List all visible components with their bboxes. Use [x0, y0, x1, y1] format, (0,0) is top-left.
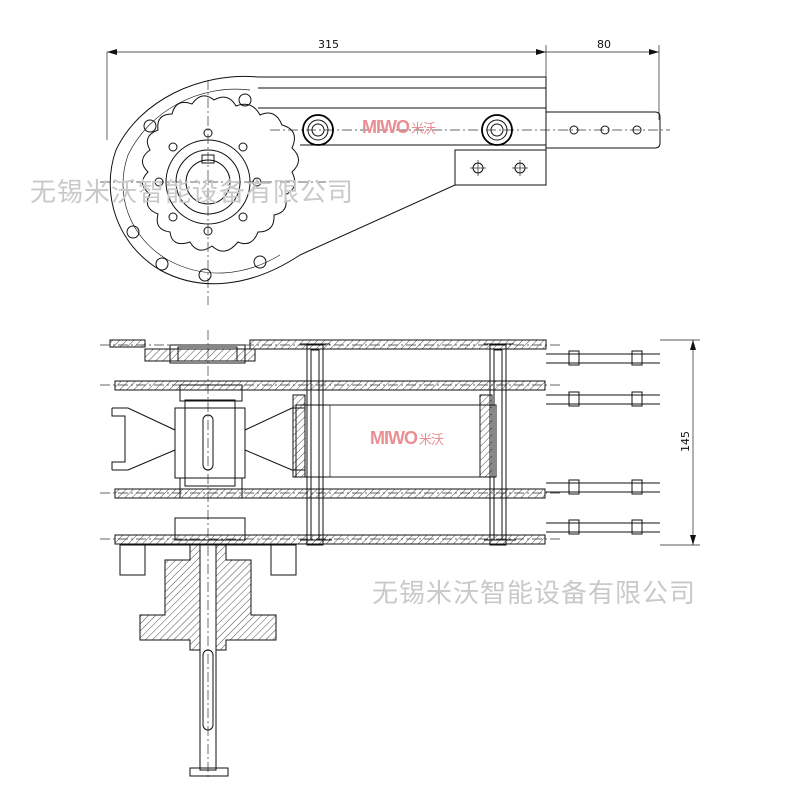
top-view: 315 80: [100, 38, 670, 305]
pivot-bearing-left: [302, 114, 334, 146]
dim-text-80: 80: [597, 38, 611, 51]
logo-chinese: 米沃: [411, 121, 436, 136]
dimension-80: 80: [546, 38, 660, 120]
watermark-lower: 无锡米沃智能设备有限公司: [372, 579, 697, 609]
hub-bolts: [154, 128, 262, 236]
chain-rollers: [126, 93, 267, 282]
dim-text-315: 315: [318, 38, 339, 51]
extension-holes: [569, 125, 642, 135]
chain-links: [298, 343, 516, 541]
shaft: [189, 544, 229, 777]
top-bearing: [169, 344, 246, 364]
sprocket-housing: [109, 75, 301, 285]
logo-latin: MIWO: [362, 117, 410, 137]
side-view: 145: [100, 330, 700, 780]
spider-frame: [111, 407, 305, 471]
watermark-upper: 无锡米沃智能设备有限公司: [30, 178, 355, 208]
dimension-315: 315: [106, 38, 547, 140]
extension-pins: [546, 350, 660, 535]
logo-latin: MIWO: [370, 428, 418, 448]
logo-chinese: 米沃: [419, 432, 444, 447]
sprocket-teeth: [142, 95, 299, 252]
pivot-bearing-right: [481, 114, 513, 146]
extension-bar: [546, 111, 661, 149]
arm-plate: [258, 76, 547, 256]
dimension-145: 145: [660, 339, 700, 546]
bracket-bolts: [470, 160, 528, 176]
dim-text-145: 145: [679, 431, 692, 452]
vertical-struts: [292, 344, 507, 546]
